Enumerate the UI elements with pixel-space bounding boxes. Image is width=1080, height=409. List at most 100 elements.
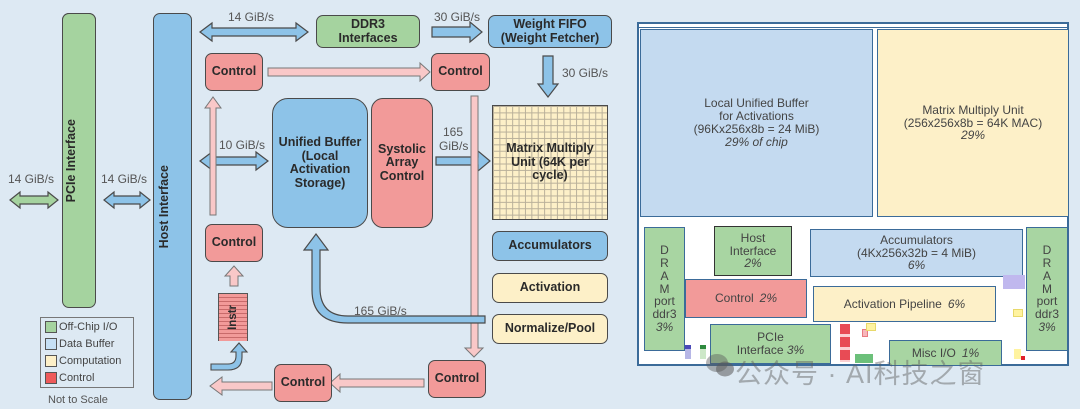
fp-small-block (685, 345, 691, 359)
fp-label: port (1036, 294, 1058, 309)
fp-label: port (654, 294, 675, 309)
activation-block: Activation (492, 273, 608, 303)
instruction-queue: Instr (218, 293, 248, 341)
legend-swatch (45, 338, 57, 350)
fp-label: Local Unified Buffer (704, 96, 809, 111)
fp-control: Control 2% (685, 279, 807, 318)
normalize-pool-label: Normalize/Pool (504, 321, 596, 336)
systolic-array-control-label: Systolic Array Control (378, 141, 426, 183)
fp-label: Interface (736, 343, 784, 357)
bw-ub-mmu-1: 165 (443, 125, 464, 139)
fp-label: D (660, 242, 669, 257)
pool-ub-return-arrow (302, 233, 486, 324)
accumulators-block: Accumulators (492, 231, 608, 261)
control-label: Control (211, 64, 257, 79)
fp-label: M (659, 281, 670, 296)
fp-small-block (866, 323, 876, 331)
matrix-multiply-unit-block: Matrix Multiply Unit (64K per cycle) (492, 105, 608, 220)
host-interface-label: Host Interface (156, 164, 171, 249)
host-ddr3-arrow (199, 21, 309, 43)
host-interface-block: Host Interface (153, 13, 192, 400)
fp-small-block (1013, 309, 1023, 317)
control-block-mid-left: Control (205, 224, 263, 262)
weight-fifo-label: Weight FIFO (Weight Fetcher) (500, 17, 600, 45)
wechat-icon (706, 354, 734, 377)
control-control-arrow-top (267, 61, 431, 83)
fp-label: Accumulators (880, 232, 953, 247)
fp-percent: 6% (947, 296, 966, 311)
chip-floorplan: Local Unified Buffer for Activations (96… (637, 22, 1069, 366)
fp-label: PCIe (757, 330, 784, 345)
fp-small-block (862, 329, 868, 337)
accumulators-label: Accumulators (508, 238, 592, 253)
control-left-arrow-bottom2 (209, 376, 273, 396)
fp-pcie-interface: PCIe Interface 3% (710, 324, 831, 364)
bw-pool-ub: 165 GiB/s (354, 304, 407, 318)
systolic-mmu-arrow (435, 149, 491, 173)
legend-item: Control (45, 370, 133, 386)
control-left-arrow-bottom (329, 372, 425, 394)
bw-pcie-host: 14 GiB/s (101, 172, 148, 186)
fp-small-block (1021, 356, 1025, 360)
fp-label: Activation Pipeline (843, 296, 942, 311)
fp-label: M (1042, 281, 1052, 296)
matrix-multiply-unit-label: Matrix Multiply Unit (64K per cycle) (506, 141, 594, 183)
pcie-interface-block-body: PCIe Interface (62, 13, 96, 308)
legend-label: Data Buffer (59, 338, 115, 350)
fp-dram-port-right: D R A M port ddr3 3% (1026, 227, 1068, 351)
fp-small-block (855, 354, 873, 363)
systolic-array-control-block: Systolic Array Control (371, 98, 433, 228)
control-label: Control (434, 371, 480, 386)
fp-label: D (1042, 242, 1052, 257)
pcie-host-arrow (103, 190, 151, 210)
bw-offchip-pcie: 14 GiB/s (8, 172, 55, 186)
legend: Off-Chip I/O Data Buffer Computation Con… (40, 317, 134, 388)
legend-label: Off-Chip I/O (59, 321, 118, 333)
fp-unified-buffer: Local Unified Buffer for Activations (96… (640, 29, 873, 217)
instr-label: Instr (227, 305, 239, 330)
legend-swatch (45, 355, 57, 367)
fp-label: Interface (729, 243, 777, 258)
ddr3-interfaces-label: DDR3 Interfaces (338, 17, 398, 45)
fp-label: ddr3 (652, 307, 677, 322)
fp-percent: 3% (1038, 320, 1056, 335)
fp-label: for Activations (719, 109, 794, 124)
control-label: Control (211, 235, 257, 250)
legend-label: Control (59, 372, 95, 384)
offchip-pcie-arrow (9, 190, 59, 210)
weightfifo-mmu-arrow (536, 55, 560, 98)
fp-label: ddr3 (1034, 307, 1060, 322)
fp-label: (4Kx256x32b = 4 MiB) (856, 245, 977, 260)
watermark-text: 公众号 · AI科技之窗 (735, 359, 986, 389)
fp-label: R (1042, 255, 1052, 270)
legend-item: Data Buffer (45, 336, 133, 352)
fp-small-block (1014, 349, 1021, 359)
control-label: Control (280, 375, 326, 390)
control-block-top-left: Control (205, 53, 263, 91)
fp-misc-io: Misc I/O 1% (889, 340, 1002, 366)
fp-label: A (660, 268, 669, 283)
block-diagram-connectors (9, 20, 560, 396)
instr-feed-arrow (210, 342, 249, 371)
bw-ddr3-weightfifo: 30 GiB/s (434, 10, 481, 24)
normalize-pool-block: Normalize/Pool (492, 314, 608, 344)
fp-label: (96Kx256x8b = 24 MiB) (693, 122, 820, 136)
fp-percent: 29% (960, 128, 986, 143)
fp-label: (256x256x8b = 64K MAC) (903, 115, 1043, 130)
fp-label: A (1042, 268, 1051, 283)
fp-small-block (700, 345, 706, 359)
fp-small-block (840, 324, 850, 362)
fp-percent: 3% (655, 320, 674, 335)
control-label: Control (438, 64, 483, 79)
fp-percent: 2% (759, 291, 778, 306)
bw-host-ub: 10 GiB/s (219, 138, 266, 152)
fp-percent: 6% (907, 258, 926, 273)
fp-label: Host (740, 230, 766, 245)
control-up-arrow (204, 96, 222, 216)
pcie-interface-label: PCIe Interface (64, 118, 78, 203)
instr-control-arrow (223, 265, 245, 287)
control-down-arrow (463, 95, 485, 358)
fp-percent: 1% (961, 345, 980, 360)
weight-fifo-block: Weight FIFO (Weight Fetcher) (488, 15, 612, 48)
fp-matrix-multiply-unit: Matrix Multiply Unit (256x256x8b = 64K M… (877, 29, 1069, 217)
